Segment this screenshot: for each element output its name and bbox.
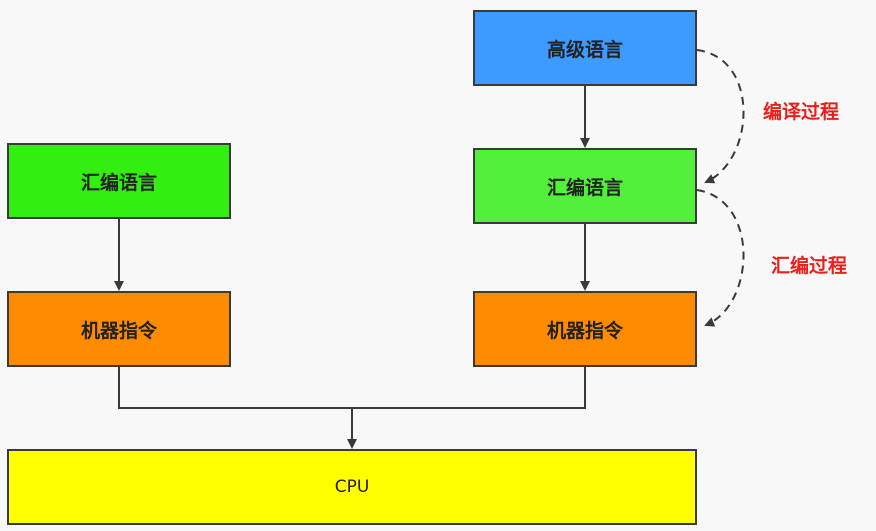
right-machine-box: 机器指令 [473, 291, 697, 367]
left-machine-label: 机器指令 [80, 319, 157, 342]
left-machine-box: 机器指令 [7, 291, 231, 367]
assemble-process-label: 汇编过程 [771, 255, 848, 277]
assemble-process-curve [696, 189, 745, 327]
merge-connector [118, 366, 586, 409]
right-assembly-label: 汇编语言 [546, 176, 623, 199]
high-level-language-label: 高级语言 [546, 38, 623, 61]
left-assembly-box: 汇编语言 [7, 143, 231, 219]
high-level-language-box: 高级语言 [473, 10, 697, 86]
cpu-box: CPU [7, 449, 697, 525]
compile-process-curve [696, 49, 745, 184]
right-machine-label: 机器指令 [546, 319, 623, 342]
right-assembly-box: 汇编语言 [473, 148, 697, 224]
cpu-label: CPU [334, 477, 370, 497]
left-assembly-label: 汇编语言 [80, 171, 157, 194]
compile-process-label: 编译过程 [763, 101, 840, 123]
